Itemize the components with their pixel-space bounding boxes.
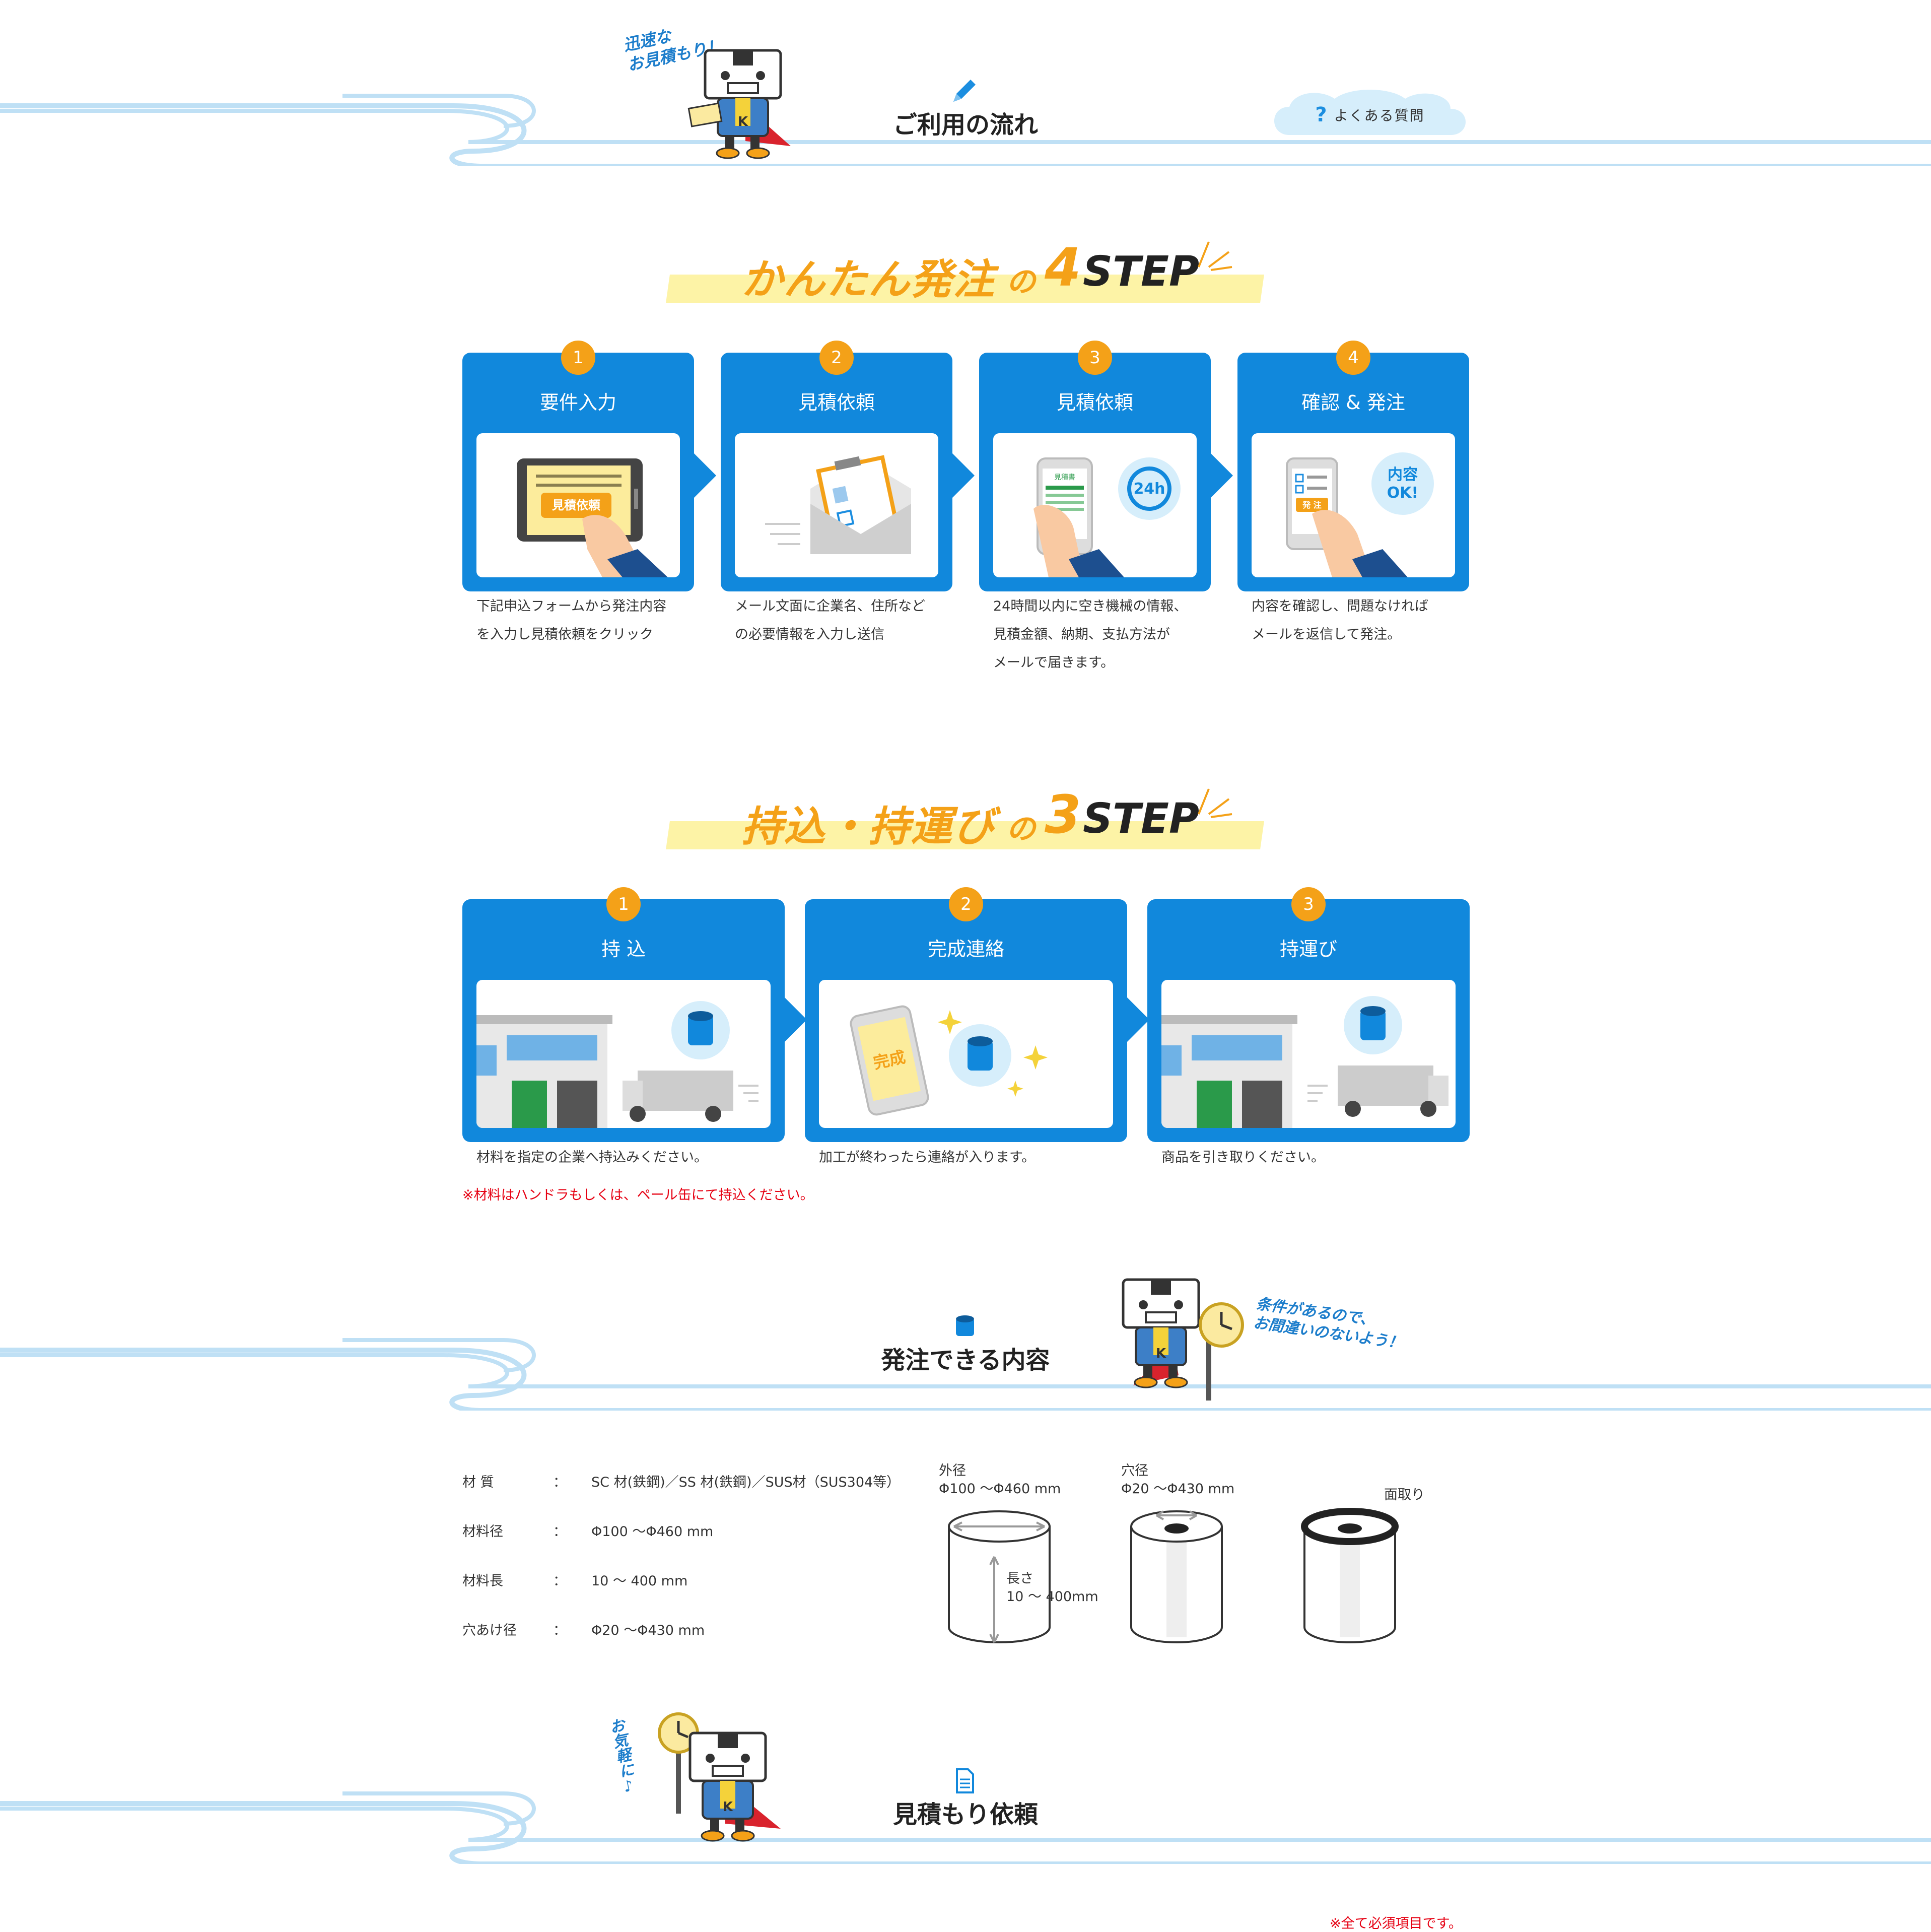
faq-button[interactable]: ? よくある質問 (1269, 87, 1471, 143)
wave-divider-bottom (0, 1791, 1931, 1864)
tablet-icon: 見積依頼 (517, 458, 668, 577)
carry-illustration-complete: 完成 (819, 980, 1113, 1128)
heading-particle: の (1006, 264, 1036, 299)
carry-note: ※材料はハンドラもしくは、ペール缶にて持込ください。 (462, 1187, 814, 1203)
step-card-2: 2 見積依頼 (721, 341, 952, 591)
step-title: 要件入力 (539, 391, 616, 414)
step-illustration-confirm: 発 注 内容 OK! (1252, 433, 1455, 577)
phone-confirm-icon: 発 注 内容 OK! (1286, 452, 1434, 577)
order-button-label: 発 注 (1302, 500, 1322, 510)
step-arrow (694, 453, 716, 498)
spec-row-hole: 穴あけ径 ： Φ20 〜Φ430 mm (462, 1623, 705, 1638)
phone-complete-icon: 完成 (850, 1005, 1048, 1116)
step-arrow (1127, 997, 1149, 1042)
step-badge: 1 (561, 341, 595, 375)
step-desc-4: 内容を確認し、問題なければ メールを返信して発注。 (1252, 598, 1428, 642)
wave-divider-top (0, 94, 1931, 166)
pencil-icon (953, 80, 976, 102)
carry-illustration-bring (476, 980, 771, 1128)
svg-text:K: K (738, 114, 748, 129)
step-title: 完成連絡 (927, 938, 1004, 960)
tablet-button-label: 見積依頼 (552, 498, 601, 512)
carry-desc-1: 材料を指定の企業へ持込みください。 (476, 1150, 708, 1165)
faq-label: ? よくある質問 (1269, 87, 1471, 143)
mascot-sign-icon: K (658, 1712, 781, 1842)
spec-row-diameter: 材料径 ： Φ100 〜Φ460 mm (462, 1524, 714, 1540)
section-title-estimate: 見積もり依頼 (892, 1801, 1038, 1829)
step-desc-2: メール文面に企業名、住所など の必要情報を入力し送信 (735, 598, 925, 642)
heading-word: STEP (1083, 795, 1200, 843)
heading-number: 3 (1045, 784, 1081, 845)
svg-text:K: K (723, 1800, 733, 1815)
step-badge: 1 (606, 887, 641, 921)
required-note: ※全て必須項目です。 (1330, 1916, 1462, 1931)
step-badge: 3 (1291, 887, 1326, 921)
step-badge: 2 (949, 887, 983, 921)
step-illustration-mail (735, 433, 938, 577)
step-title: 見積依頼 (798, 391, 875, 414)
spec-row-material: 材 質 ： SC 材(鉄鋼)／SS 材(鉄鋼)／SUS材（SUS304等） (462, 1475, 901, 1490)
document-icon (956, 1768, 974, 1793)
step-illustration-tablet: 見積依頼 (476, 433, 680, 577)
sparkle-lines-icon (1198, 788, 1232, 818)
carry-desc-2: 加工が終わったら連絡が入ります。 (819, 1150, 1036, 1165)
step-desc-1: 下記申込フォームから発注内容 を入力し見積依頼をクリック (476, 598, 667, 642)
material-roll-icon (956, 1315, 974, 1336)
carry-card-2: 2 完成連絡 完成 (805, 887, 1127, 1142)
step-card-4: 4 確認 & 発注 発 注 内容 OK! (1237, 341, 1469, 591)
svg-text:K: K (1156, 1346, 1166, 1361)
carry-desc-3: 商品を引き取りください。 (1161, 1150, 1325, 1165)
sparkle-lines-icon (1198, 241, 1232, 271)
step-badge: 3 (1078, 341, 1112, 375)
hole-diameter-label: 穴径 Φ20 〜Φ430 mm (1121, 1463, 1235, 1497)
step-title: 持 込 (601, 938, 646, 960)
svg-text:内容: 内容 (1388, 466, 1418, 484)
carry-card-1: 1 持 込 (462, 887, 785, 1142)
question-icon: ? (1315, 103, 1328, 126)
step-arrow (952, 453, 975, 498)
outer-diameter-label: 外径 Φ100 〜Φ460 mm (939, 1463, 1061, 1497)
step-title: 見積依頼 (1056, 391, 1133, 414)
step-badge: 4 (1336, 341, 1370, 375)
cylinder-outer-diagram (948, 1510, 1051, 1643)
wave-divider-middle (0, 1338, 1931, 1411)
cylinder-chamfer-diagram (1301, 1508, 1399, 1643)
cylinder-hole-diagram (1130, 1510, 1223, 1643)
heading-particle: の (1006, 812, 1036, 846)
section-title-flow: ご利用の流れ (892, 111, 1038, 139)
step-arrow (1211, 453, 1233, 498)
factory-truck-icon (1161, 996, 1449, 1128)
faq-text: よくある質問 (1334, 107, 1425, 124)
envelope-icon (765, 455, 911, 554)
step-arrow (785, 997, 807, 1042)
carry-card-3: 3 持運び (1147, 887, 1470, 1142)
step-desc-3: 24時間以内に空き機械の情報、 見積金額、納期、支払方法が メールで届きます。 (993, 598, 1188, 671)
step-title: 確認 & 発注 (1301, 391, 1405, 414)
step-badge: 2 (819, 341, 854, 375)
step-card-3: 3 見積依頼 見積書 24h (979, 341, 1211, 591)
phone-screen-label: 見積書 (1054, 474, 1075, 482)
mascot-robot-icon: K (687, 49, 791, 159)
smartphone-icon: 見積書 24h (1033, 457, 1181, 577)
heading-number: 4 (1045, 237, 1081, 298)
length-label: 長さ 10 〜 400mm (1006, 1571, 1098, 1605)
cloud-shape (1274, 90, 1466, 135)
mascot-clock-icon: K (1122, 1278, 1244, 1401)
step-card-1: 1 要件入力 見積依頼 (462, 341, 694, 591)
step-title: 持運び (1279, 938, 1337, 960)
svg-text:OK!: OK! (1387, 484, 1418, 502)
carry-illustration-pickup (1161, 980, 1456, 1128)
heading-main: かんたん発注 (741, 256, 995, 304)
24h-badge: 24h (1133, 480, 1165, 498)
heading-word: STEP (1083, 248, 1200, 296)
spec-row-length: 材料長 ： 10 〜 400 mm (462, 1573, 688, 1589)
chamfer-label: 面取り (1384, 1487, 1425, 1503)
step-illustration-phone-24h: 見積書 24h (993, 433, 1197, 577)
section-title-orderable: 発注できる内容 (881, 1346, 1050, 1374)
heading-main: 持込・持運び (741, 803, 995, 851)
factory-truck-icon (476, 1001, 758, 1128)
